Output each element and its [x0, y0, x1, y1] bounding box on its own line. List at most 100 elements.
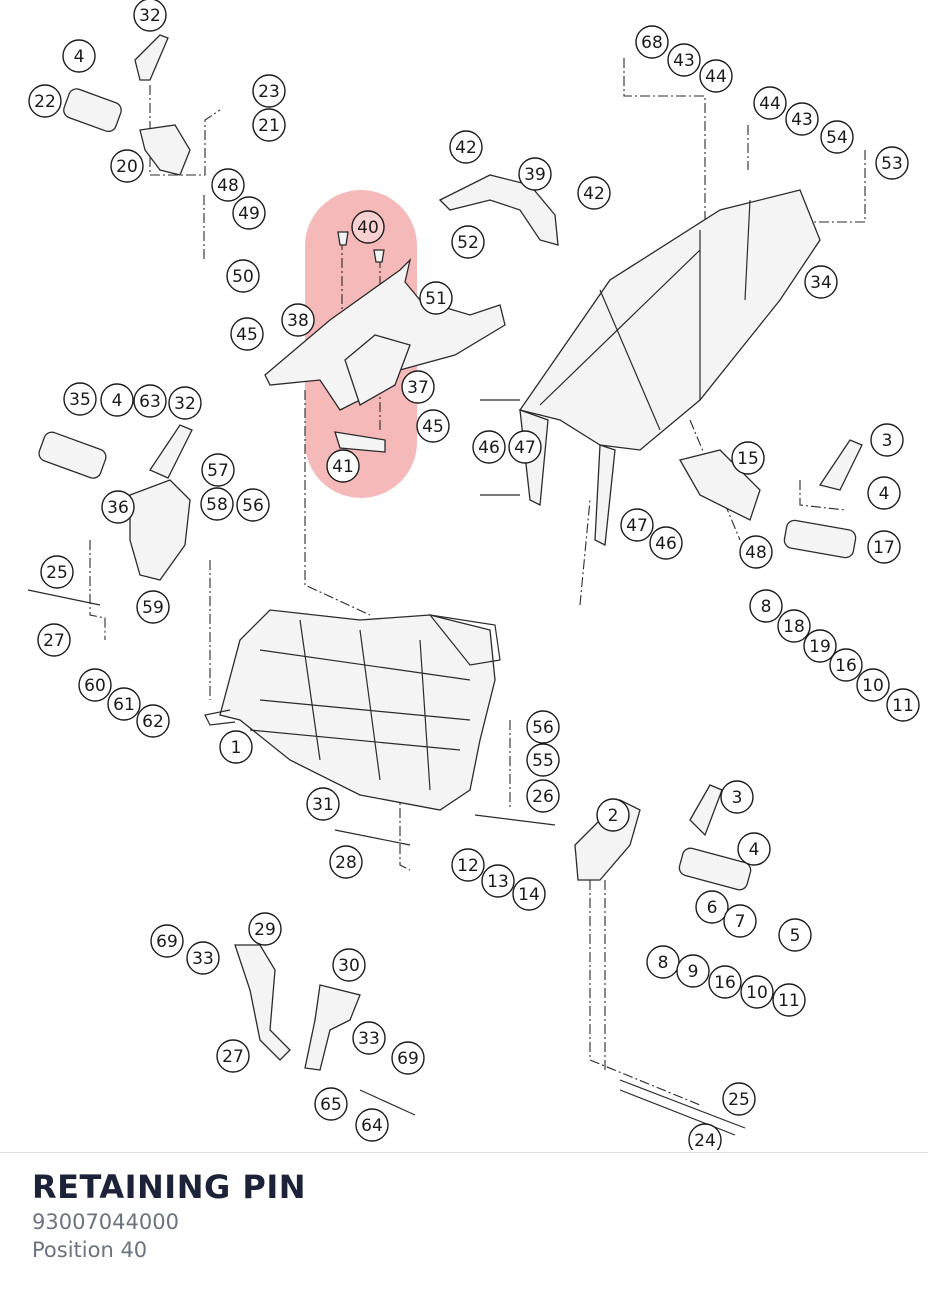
- callout-31[interactable]: 31: [306, 787, 340, 821]
- callout-27[interactable]: 27: [216, 1039, 250, 1073]
- callout-number: 53: [881, 154, 903, 174]
- callout-number: 42: [583, 184, 605, 204]
- callout-3[interactable]: 3: [870, 423, 904, 457]
- callout-41[interactable]: 41: [326, 449, 360, 483]
- callout-45[interactable]: 45: [230, 317, 264, 351]
- callout-13[interactable]: 13: [481, 864, 515, 898]
- callout-number: 34: [810, 273, 832, 293]
- callout-42[interactable]: 42: [577, 176, 611, 210]
- callout-45[interactable]: 45: [416, 409, 450, 443]
- callout-number: 23: [258, 82, 280, 102]
- callout-46[interactable]: 46: [472, 430, 506, 464]
- callout-25[interactable]: 25: [40, 555, 74, 589]
- callout-4[interactable]: 4: [100, 383, 134, 417]
- callout-33[interactable]: 33: [352, 1021, 386, 1055]
- callout-4[interactable]: 4: [867, 476, 901, 510]
- callout-60[interactable]: 60: [78, 668, 112, 702]
- callout-32[interactable]: 32: [133, 0, 167, 32]
- callout-51[interactable]: 51: [419, 281, 453, 315]
- callout-44[interactable]: 44: [699, 59, 733, 93]
- callout-15[interactable]: 15: [731, 441, 765, 475]
- callout-20[interactable]: 20: [110, 149, 144, 183]
- callout-34[interactable]: 34: [804, 265, 838, 299]
- callout-26[interactable]: 26: [526, 779, 560, 813]
- callout-48[interactable]: 48: [211, 168, 245, 202]
- callout-5[interactable]: 5: [778, 918, 812, 952]
- callout-48[interactable]: 48: [739, 535, 773, 569]
- callout-68[interactable]: 68: [635, 25, 669, 59]
- callout-number: 33: [358, 1029, 380, 1049]
- callout-17[interactable]: 17: [867, 530, 901, 564]
- callout-16[interactable]: 16: [829, 648, 863, 682]
- callout-35[interactable]: 35: [63, 382, 97, 416]
- callout-44[interactable]: 44: [753, 86, 787, 120]
- callout-8[interactable]: 8: [749, 589, 783, 623]
- callout-69[interactable]: 69: [391, 1041, 425, 1075]
- callout-23[interactable]: 23: [252, 74, 286, 108]
- callout-32[interactable]: 32: [168, 386, 202, 420]
- callout-11[interactable]: 11: [886, 688, 920, 722]
- part-number: 93007044000: [32, 1210, 179, 1234]
- callout-number: 33: [192, 949, 214, 969]
- callout-21[interactable]: 21: [252, 108, 286, 142]
- callout-56[interactable]: 56: [526, 710, 560, 744]
- callout-69[interactable]: 69: [150, 924, 184, 958]
- callout-29[interactable]: 29: [248, 912, 282, 946]
- callout-27[interactable]: 27: [37, 623, 71, 657]
- callout-19[interactable]: 19: [803, 629, 837, 663]
- callout-6[interactable]: 6: [695, 890, 729, 924]
- callout-42[interactable]: 42: [449, 130, 483, 164]
- callout-57[interactable]: 57: [201, 453, 235, 487]
- callout-50[interactable]: 50: [226, 259, 260, 293]
- callout-24[interactable]: 24: [688, 1123, 722, 1150]
- callout-36[interactable]: 36: [101, 490, 135, 524]
- callout-7[interactable]: 7: [723, 904, 757, 938]
- callout-10[interactable]: 10: [856, 668, 890, 702]
- callout-number: 52: [457, 233, 479, 253]
- callout-8[interactable]: 8: [646, 945, 680, 979]
- callout-59[interactable]: 59: [136, 590, 170, 624]
- callout-number: 8: [761, 597, 772, 617]
- callout-64[interactable]: 64: [355, 1108, 389, 1142]
- callout-58[interactable]: 58: [200, 487, 234, 521]
- callout-56[interactable]: 56: [236, 488, 270, 522]
- callout-47[interactable]: 47: [620, 508, 654, 542]
- callout-52[interactable]: 52: [451, 225, 485, 259]
- callout-12[interactable]: 12: [451, 848, 485, 882]
- callout-9[interactable]: 9: [676, 954, 710, 988]
- callout-25[interactable]: 25: [722, 1082, 756, 1116]
- callout-18[interactable]: 18: [777, 609, 811, 643]
- callout-14[interactable]: 14: [512, 877, 546, 911]
- callout-40[interactable]: 40: [351, 210, 385, 244]
- callout-number: 59: [142, 598, 164, 618]
- callout-46[interactable]: 46: [649, 526, 683, 560]
- callout-11[interactable]: 11: [772, 983, 806, 1017]
- footpegs: [38, 88, 857, 891]
- callout-39[interactable]: 39: [518, 157, 552, 191]
- callout-61[interactable]: 61: [107, 687, 141, 721]
- callout-33[interactable]: 33: [186, 941, 220, 975]
- callout-65[interactable]: 65: [314, 1087, 348, 1121]
- callout-2[interactable]: 2: [596, 798, 630, 832]
- callout-43[interactable]: 43: [667, 43, 701, 77]
- callout-22[interactable]: 22: [28, 84, 62, 118]
- callout-38[interactable]: 38: [281, 303, 315, 337]
- callout-62[interactable]: 62: [136, 704, 170, 738]
- callout-43[interactable]: 43: [785, 102, 819, 136]
- callout-number: 3: [732, 788, 743, 808]
- callout-28[interactable]: 28: [329, 845, 363, 879]
- callout-55[interactable]: 55: [526, 743, 560, 777]
- callout-37[interactable]: 37: [401, 370, 435, 404]
- callout-4[interactable]: 4: [737, 832, 771, 866]
- callout-10[interactable]: 10: [740, 975, 774, 1009]
- callout-30[interactable]: 30: [332, 948, 366, 982]
- callout-49[interactable]: 49: [232, 196, 266, 230]
- callout-3[interactable]: 3: [720, 780, 754, 814]
- callout-63[interactable]: 63: [133, 384, 167, 418]
- callout-54[interactable]: 54: [820, 120, 854, 154]
- callout-16[interactable]: 16: [708, 965, 742, 999]
- callout-47[interactable]: 47: [508, 430, 542, 464]
- callout-1[interactable]: 1: [219, 730, 253, 764]
- callout-53[interactable]: 53: [875, 146, 909, 180]
- callout-4[interactable]: 4: [62, 39, 96, 73]
